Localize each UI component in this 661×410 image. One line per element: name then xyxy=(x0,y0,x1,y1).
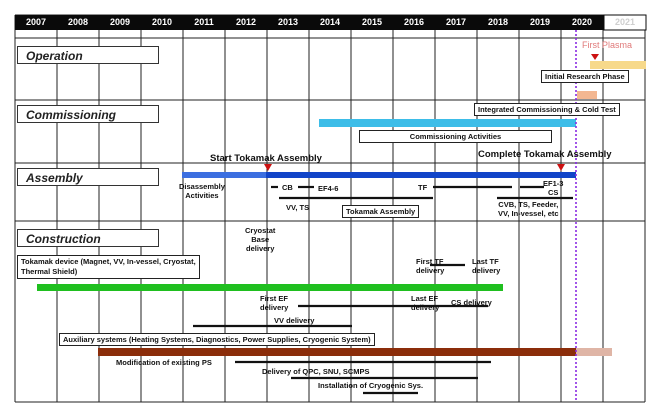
auxiliary-bar-fade xyxy=(576,348,612,356)
start-assembly-label: Start Tokamak Assembly xyxy=(210,153,322,164)
assembly-bar xyxy=(266,172,576,178)
cs-delivery-label: CS delivery xyxy=(451,298,492,307)
tokamak-device-box: Tokamak device (Magnet, VV, In-vessel, C… xyxy=(17,255,200,279)
operation-bar-small xyxy=(577,91,597,99)
initial-research-box: Initial Research Phase xyxy=(541,70,629,83)
first-plasma-label: First Plasma xyxy=(582,40,633,50)
last-tf-label: Last TF delivery xyxy=(472,257,501,275)
ef46-label: EF4-6 xyxy=(318,184,339,193)
first-tf-label: First TF delivery xyxy=(416,257,445,275)
year-2008: 2008 xyxy=(67,17,89,27)
ef13-cs-label: EF1-3 CS xyxy=(543,179,564,197)
commissioning-activities-box: Commissioning Activities xyxy=(359,130,552,143)
tokamak-assembly-box: Tokamak Assembly xyxy=(342,205,420,218)
year-header-2021 xyxy=(603,14,647,31)
installation-cryo-label: Installation of Cryogenic Sys. xyxy=(318,381,424,390)
tf-label: TF xyxy=(418,183,428,192)
year-2013: 2013 xyxy=(277,17,299,27)
delivery-qpc-label: Delivery of QPC, SNU, SCMPS xyxy=(262,367,370,376)
year-2014: 2014 xyxy=(319,17,341,27)
cvb-label: CVB, TS, Feeder, VV, In-vessel, etc xyxy=(498,200,559,218)
commissioning-bar xyxy=(319,119,576,127)
last-ef-label: Last EF delivery xyxy=(411,294,440,312)
auxiliary-box: Auxiliary systems (Heating Systems, Diag… xyxy=(59,333,375,346)
construction-bar xyxy=(37,284,503,291)
year-2012: 2012 xyxy=(235,17,257,27)
section-commissioning: Commissioning xyxy=(17,105,159,123)
section-operation: Operation xyxy=(17,46,159,64)
year-2016: 2016 xyxy=(403,17,425,27)
assembly-lines xyxy=(271,185,573,200)
first-plasma-milestone xyxy=(591,54,599,60)
integrated-commissioning-box: Integrated Commissioning & Cold Test xyxy=(474,103,620,116)
year-2010: 2010 xyxy=(151,17,173,27)
year-2009: 2009 xyxy=(109,17,131,27)
year-2018: 2018 xyxy=(487,17,509,27)
modification-ps-label: Modification of existing PS xyxy=(116,358,212,367)
year-2007: 2007 xyxy=(25,17,47,27)
year-header-bar xyxy=(15,15,646,30)
vv-delivery-label: VV delivery xyxy=(274,316,315,325)
cryostat-label: Cryostat Base delivery xyxy=(245,226,276,253)
year-2015: 2015 xyxy=(361,17,383,27)
complete-assembly-label: Complete Tokamak Assembly xyxy=(478,149,612,160)
vv-ts-label: VV, TS xyxy=(286,203,310,212)
operation-bar xyxy=(590,61,646,69)
start-assembly-milestone xyxy=(264,164,272,171)
first-ef-label: First EF delivery xyxy=(260,294,289,312)
year-2020: 2020 xyxy=(571,17,593,27)
cb-label: CB xyxy=(282,183,293,192)
complete-assembly-milestone xyxy=(557,164,565,171)
section-assembly: Assembly xyxy=(17,168,159,186)
auxiliary-bar xyxy=(98,348,576,356)
assembly-bar-light xyxy=(182,172,266,178)
construction-lines xyxy=(193,263,491,395)
year-2019: 2019 xyxy=(529,17,551,27)
disassembly-label: Disassembly Activities xyxy=(179,182,225,200)
section-construction: Construction xyxy=(17,229,159,247)
year-2017: 2017 xyxy=(445,17,467,27)
year-2011: 2011 xyxy=(194,17,214,27)
year-2021: 2021 xyxy=(614,17,636,27)
